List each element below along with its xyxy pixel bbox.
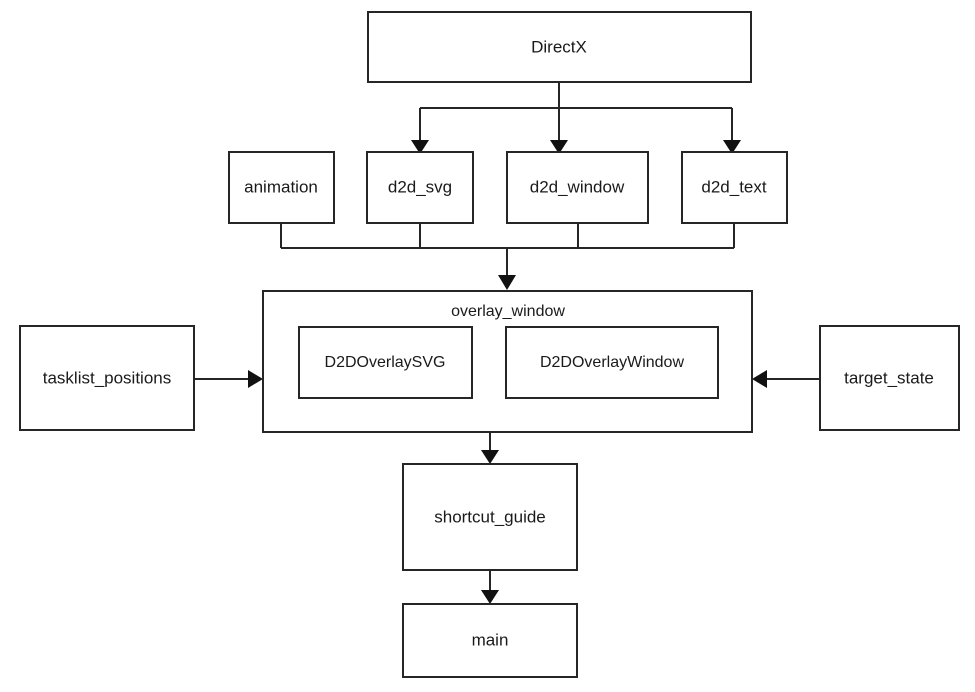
node-d2d-overlay-window[interactable]: D2DOverlayWindow xyxy=(505,326,719,399)
node-directx-label: DirectX xyxy=(531,37,587,56)
node-d2d-overlay-window-label: D2DOverlayWindow xyxy=(540,354,684,371)
node-overlay-window-label: overlay_window xyxy=(451,303,565,320)
node-d2d-svg[interactable]: d2d_svg xyxy=(366,151,474,224)
arrowhead-icon xyxy=(752,370,767,388)
edge-directx-fanout xyxy=(411,82,741,154)
node-animation-box[interactable] xyxy=(228,151,335,224)
node-d2d-overlay-svg-label: D2DOverlaySVG xyxy=(325,354,446,371)
node-d2d-svg-box[interactable] xyxy=(366,151,474,224)
edge-target-state-overlay-window xyxy=(752,370,820,388)
arrowhead-icon xyxy=(411,140,429,154)
node-tasklist-positions-label: tasklist_positions xyxy=(43,368,172,387)
edge-overlay-window-shortcut-guide xyxy=(481,432,499,464)
node-d2d-text-box[interactable] xyxy=(681,151,788,224)
node-d2d-overlay-window-box[interactable] xyxy=(505,326,719,399)
node-d2d-text[interactable]: d2d_text xyxy=(681,151,788,224)
arrowhead-icon xyxy=(550,140,568,154)
node-target-state[interactable]: target_state xyxy=(819,325,960,431)
node-d2d-overlay-svg[interactable]: D2DOverlaySVG xyxy=(298,326,473,399)
node-directx-box[interactable] xyxy=(367,11,752,83)
edge-row2-merge-overlay-window xyxy=(280,223,735,290)
node-main-label: main xyxy=(472,630,509,649)
node-target-state-box[interactable] xyxy=(819,325,960,431)
edge-shortcut-guide-main xyxy=(481,570,499,604)
node-d2d-window[interactable]: d2d_window xyxy=(506,151,649,224)
node-shortcut-guide[interactable]: shortcut_guide xyxy=(402,463,578,571)
node-overlay-window[interactable]: overlay_window D2DOverlaySVG D2DOverlayW… xyxy=(262,290,753,433)
node-tasklist-positions-box[interactable] xyxy=(19,325,195,431)
node-d2d-svg-label: d2d_svg xyxy=(388,177,452,196)
arrowhead-icon xyxy=(248,370,263,388)
arrowhead-icon xyxy=(481,450,499,464)
node-target-state-label: target_state xyxy=(844,368,934,387)
node-shortcut-guide-label: shortcut_guide xyxy=(434,507,546,526)
node-shortcut-guide-box[interactable] xyxy=(402,463,578,571)
node-animation[interactable]: animation xyxy=(228,151,335,224)
arrowhead-icon xyxy=(723,140,741,154)
node-tasklist-positions[interactable]: tasklist_positions xyxy=(19,325,195,431)
node-directx[interactable]: DirectX xyxy=(367,11,752,83)
node-d2d-text-label: d2d_text xyxy=(701,177,766,196)
node-main-box[interactable] xyxy=(402,603,578,678)
node-animation-label: animation xyxy=(244,177,318,196)
edge-tasklist-positions-overlay-window xyxy=(194,370,263,388)
node-d2d-window-label: d2d_window xyxy=(530,177,625,196)
node-d2d-window-box[interactable] xyxy=(506,151,649,224)
node-d2d-overlay-svg-box[interactable] xyxy=(298,326,473,399)
arrowhead-icon xyxy=(481,590,499,604)
node-main[interactable]: main xyxy=(402,603,578,678)
arrowhead-icon xyxy=(498,275,516,290)
